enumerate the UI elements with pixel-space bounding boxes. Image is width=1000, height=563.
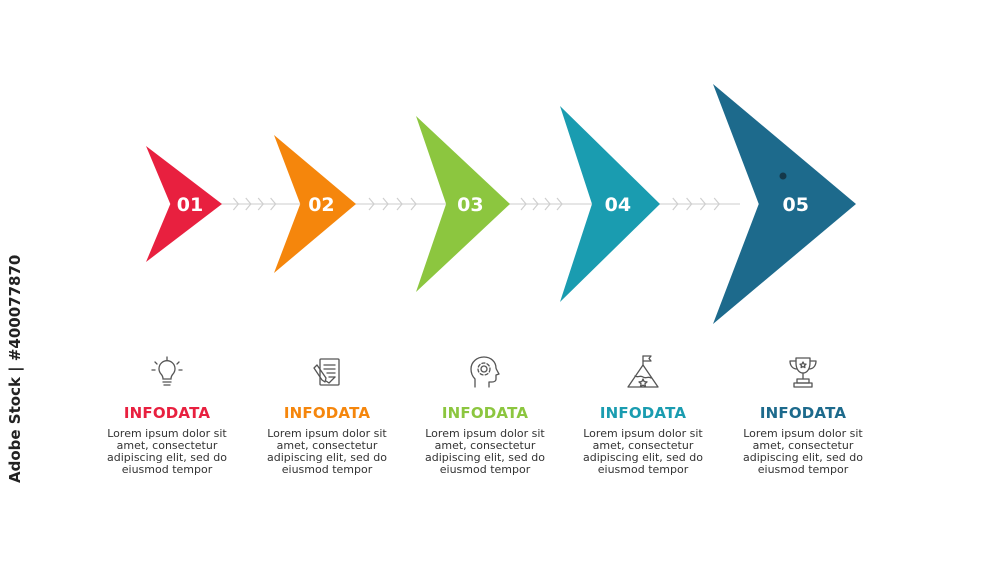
chevron-connector xyxy=(382,197,389,211)
chevron-connector xyxy=(270,197,277,211)
step-arrow-3 xyxy=(416,116,510,292)
text-line: amet, consectetur xyxy=(592,439,694,452)
step-card-2: INFODATA Lorem ipsum dolor sit amet, con… xyxy=(252,354,402,476)
text-line: eiusmod tempor xyxy=(281,463,373,476)
step-number-1: 01 xyxy=(177,194,203,216)
dot-marker xyxy=(779,172,787,180)
step-text-2: Lorem ipsum dolor sit amet, consectetur … xyxy=(252,428,402,476)
step-title-4: INFODATA xyxy=(599,404,687,422)
chevron-connector xyxy=(532,197,539,211)
trophy-icon xyxy=(789,357,817,388)
step-text-4: Lorem ipsum dolor sit amet, consectetur … xyxy=(568,428,718,476)
chevron-connector xyxy=(556,197,563,211)
chevron-connector xyxy=(410,197,417,211)
chevron-connector xyxy=(245,197,252,211)
step-number-2: 02 xyxy=(308,194,334,216)
step-title-1: INFODATA xyxy=(123,404,211,422)
step-arrow-5 xyxy=(713,84,856,324)
chevron-connector xyxy=(699,197,707,211)
step-text-3: Lorem ipsum dolor sit amet, consectetur … xyxy=(410,428,560,476)
step-arrow-1 xyxy=(146,146,222,262)
chevron-connector xyxy=(713,197,720,211)
text-line: eiusmod tempor xyxy=(597,463,689,476)
watermark-text: Adobe Stock | #400077870 xyxy=(6,254,24,483)
text-line: eiusmod tempor xyxy=(439,463,531,476)
text-line: amet, consectetur xyxy=(434,439,536,452)
step-arrow-4 xyxy=(560,106,660,302)
lightbulb-icon xyxy=(151,356,183,386)
text-line: adipiscing elit, sed do xyxy=(425,451,545,464)
step-title-2: INFODATA xyxy=(283,404,371,422)
chevron-connector xyxy=(396,197,403,211)
text-line: Lorem ipsum dolor sit xyxy=(583,427,703,440)
text-line: eiusmod tempor xyxy=(121,463,213,476)
step-arrow-2 xyxy=(274,135,356,273)
text-line: adipiscing elit, sed do xyxy=(583,451,703,464)
chevron-connector xyxy=(232,197,240,211)
text-line: amet, consectetur xyxy=(276,439,378,452)
chevron-connector xyxy=(544,197,551,211)
step-card-1: INFODATA Lorem ipsum dolor sit amet, con… xyxy=(92,354,242,476)
text-line: amet, consectetur xyxy=(752,439,854,452)
step-card-4: INFODATA Lorem ipsum dolor sit amet, con… xyxy=(568,354,718,476)
text-line: Lorem ipsum dolor sit xyxy=(743,427,863,440)
text-line: Lorem ipsum dolor sit xyxy=(425,427,545,440)
text-line: Lorem ipsum dolor sit xyxy=(107,427,227,440)
step-number-4: 04 xyxy=(605,194,631,216)
step-text-1: Lorem ipsum dolor sit amet, consectetur … xyxy=(92,428,242,476)
chevron-connector xyxy=(686,197,693,211)
text-line: adipiscing elit, sed do xyxy=(743,451,863,464)
chevron-connector xyxy=(520,197,527,211)
step-card-3: INFODATA Lorem ipsum dolor sit amet, con… xyxy=(410,354,560,476)
chevron-connector xyxy=(672,197,679,211)
head-gear-icon xyxy=(470,356,500,388)
step-title-5: INFODATA xyxy=(759,404,847,422)
mountain-flag-icon xyxy=(627,355,659,388)
step-text-5: Lorem ipsum dolor sit amet, consectetur … xyxy=(728,428,878,476)
chevron-connector xyxy=(368,197,375,211)
document-pen-icon xyxy=(313,358,340,386)
text-line: Lorem ipsum dolor sit xyxy=(267,427,387,440)
step-title-3: INFODATA xyxy=(441,404,529,422)
text-line: amet, consectetur xyxy=(116,439,218,452)
chevron-connector xyxy=(257,197,264,211)
step-number-5: 05 xyxy=(782,194,808,216)
text-line: adipiscing elit, sed do xyxy=(107,451,227,464)
step-number-3: 03 xyxy=(457,194,483,216)
text-line: adipiscing elit, sed do xyxy=(267,451,387,464)
step-card-5: INFODATA Lorem ipsum dolor sit amet, con… xyxy=(728,354,878,476)
text-line: eiusmod tempor xyxy=(757,463,849,476)
